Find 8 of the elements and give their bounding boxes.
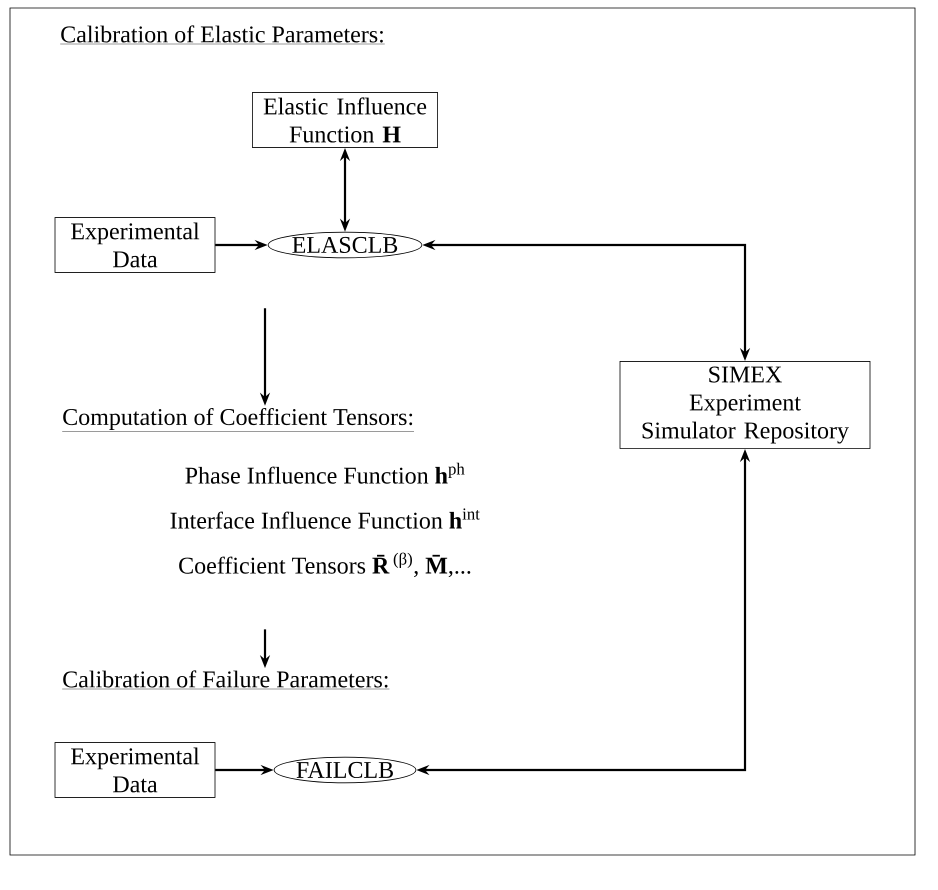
formula-list: Phase Influence Function h$^{ph}$ Interface Influence Function h$^{int}$ Coefficient Tensors R̄$^{(β)}$, M̄,...	[170, 462, 480, 578]
process-box: Elastic Influence Function H	[252, 92, 438, 148]
section-heading: Calibration of Elastic Parameters:	[60, 25, 385, 44]
process-box: SIMEX Experiment Simulator Repository	[620, 361, 870, 449]
process-box: Experimental Data	[54, 742, 216, 798]
section-heading: Calibration of Failure Parameters:	[62, 670, 390, 690]
process-box: Experimental Data	[54, 217, 216, 273]
section-heading: Computation of Coefficient Tensors:	[62, 408, 414, 432]
